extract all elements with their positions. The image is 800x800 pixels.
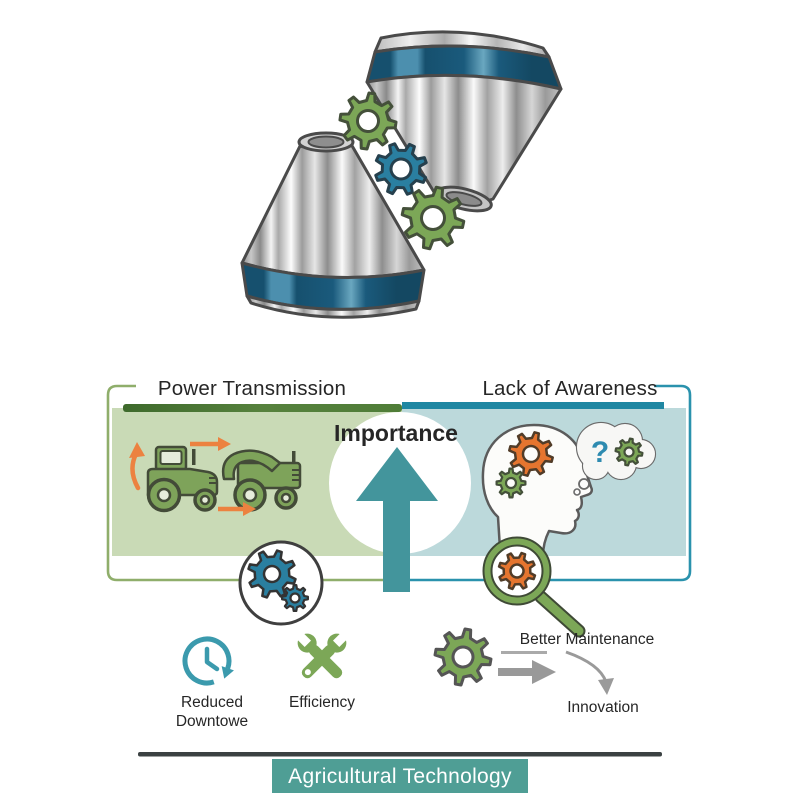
footer-title: Agricultural Technology bbox=[288, 765, 512, 788]
reduced-downtime-clock-icon bbox=[182, 636, 234, 686]
harvester-icon bbox=[221, 449, 302, 512]
footer: Agricultural Technology bbox=[138, 752, 662, 793]
orange-gear-icon bbox=[508, 431, 554, 477]
footer-divider-line bbox=[138, 752, 662, 757]
thick-right-arrow-icon bbox=[498, 660, 556, 684]
curved-down-arrow-icon bbox=[565, 650, 614, 695]
innovation-label: Innovation bbox=[567, 699, 639, 716]
comparison-panel: ? Importance Power Transmission Lack of … bbox=[106, 377, 692, 638]
green-gear-icon bbox=[338, 91, 398, 151]
better-maintenance-label: Better Maintenance bbox=[520, 631, 654, 648]
thin-arrow-line bbox=[501, 651, 547, 654]
upper-cone-icon bbox=[365, 30, 563, 213]
orange-flow-arrows bbox=[129, 437, 256, 516]
green-gear-icon bbox=[400, 185, 466, 251]
green-gear-icon bbox=[495, 467, 527, 499]
efficiency-label: Efficiency bbox=[289, 694, 355, 711]
gears-badge-icon bbox=[238, 540, 324, 626]
panel-border-right bbox=[402, 384, 692, 582]
head-profile-icon bbox=[481, 423, 594, 558]
power-transmission-title: Power Transmission bbox=[158, 377, 346, 400]
orange-gear-icon bbox=[497, 551, 537, 591]
green-gear-icon bbox=[614, 437, 644, 467]
reduced-downtime-label-line1: Reduced bbox=[181, 694, 243, 711]
efficiency-wrenches-icon bbox=[294, 630, 350, 679]
importance-up-arrow-icon bbox=[356, 447, 438, 592]
cone-coupling-illustration bbox=[240, 30, 563, 319]
panel-border-left bbox=[106, 384, 398, 582]
reduced-downtime-label-line2: Downtowe bbox=[176, 713, 248, 730]
importance-label: Importance bbox=[334, 420, 458, 446]
lack-of-awareness-graphic: ? bbox=[481, 421, 657, 558]
blue-gear-icon bbox=[247, 549, 297, 599]
lower-cone-icon bbox=[240, 131, 426, 319]
green-underline-bar bbox=[123, 404, 402, 412]
benefits-row: Reduced Downtowe Efficiency Better Maint… bbox=[176, 627, 654, 730]
question-mark: ? bbox=[591, 436, 609, 469]
thought-bubble-icon: ? bbox=[573, 421, 657, 496]
magnifier-gear-icon bbox=[482, 536, 586, 638]
teal-underline-bar bbox=[402, 402, 664, 409]
lack-of-awareness-title: Lack of Awareness bbox=[482, 377, 657, 400]
footer-banner bbox=[272, 759, 528, 793]
green-gear-icon bbox=[433, 627, 493, 687]
tractor-icon bbox=[146, 445, 219, 513]
blue-gear-icon bbox=[374, 142, 428, 196]
blue-gear-icon bbox=[281, 584, 309, 612]
power-transmission-graphic bbox=[129, 437, 302, 516]
